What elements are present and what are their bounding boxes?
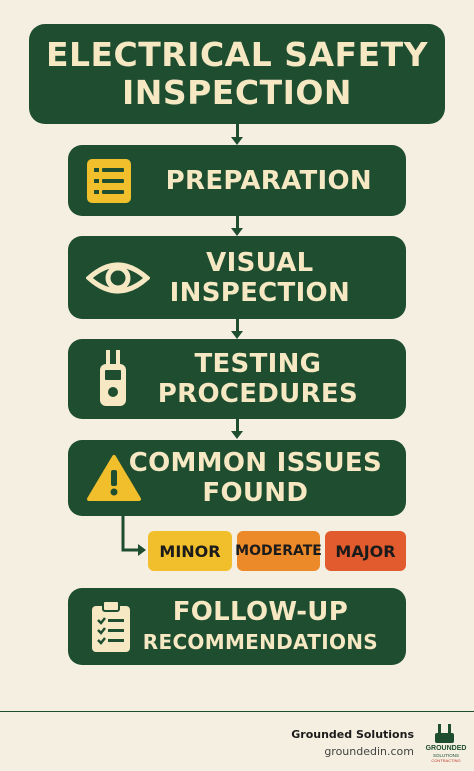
step-label-line-2: PROCEDURES — [157, 379, 358, 409]
step-label-line-1: COMMON ISSUES — [128, 448, 382, 478]
step-label-line-2: RECOMMENDATIONS — [142, 629, 378, 654]
step-label-line-2: FOUND — [202, 478, 309, 508]
checklist-icon — [86, 158, 132, 204]
step-label-line-1: FOLLOW-UP — [172, 596, 349, 627]
step-common-issues: COMMON ISSUES FOUND — [68, 440, 406, 516]
branch-arrow — [121, 516, 146, 556]
step-visual-inspection: VISUAL INSPECTION — [68, 236, 406, 319]
clipboard-icon — [90, 599, 132, 654]
svg-text:SOLUTIONS: SOLUTIONS — [433, 753, 459, 758]
svg-text:GROUNDED: GROUNDED — [426, 745, 467, 752]
page-title: ELECTRICAL SAFETY INSPECTION — [46, 36, 428, 112]
warning-icon — [86, 454, 142, 502]
step-label: COMMON ISSUES FOUND — [129, 448, 382, 508]
eye-icon — [86, 258, 150, 298]
step-label: VISUAL INSPECTION — [170, 248, 350, 308]
step-label-line-1: VISUAL — [206, 247, 314, 278]
step-label-line-1: TESTING — [194, 349, 322, 379]
title-line-1: ELECTRICAL SAFETY — [45, 35, 429, 74]
company-logo: GROUNDED SOLUTIONS CONTRACTING — [424, 724, 468, 764]
step-preparation: PREPARATION — [68, 145, 406, 216]
severity-moderate: MODERATE — [235, 531, 322, 571]
title-line-2: INSPECTION — [121, 73, 353, 112]
severity-major: MAJOR — [325, 531, 406, 571]
step-testing-procedures: TESTING PROCEDURES — [68, 339, 406, 419]
step-label-line-2: INSPECTION — [169, 277, 350, 308]
footer-divider — [0, 711, 474, 712]
step-label: FOLLOW-UP RECOMMENDATIONS — [143, 597, 378, 657]
title-box: ELECTRICAL SAFETY INSPECTION — [29, 24, 445, 124]
svg-text:CONTRACTING: CONTRACTING — [431, 758, 460, 763]
company-name: Grounded Solutions — [291, 728, 414, 741]
severity-minor: MINOR — [148, 531, 232, 571]
multimeter-icon — [98, 350, 128, 408]
step-follow-up: FOLLOW-UP RECOMMENDATIONS — [68, 588, 406, 665]
step-label: PREPARATION — [165, 165, 372, 196]
company-site: groundedin.com — [324, 745, 414, 758]
step-label: TESTING PROCEDURES — [158, 349, 358, 409]
